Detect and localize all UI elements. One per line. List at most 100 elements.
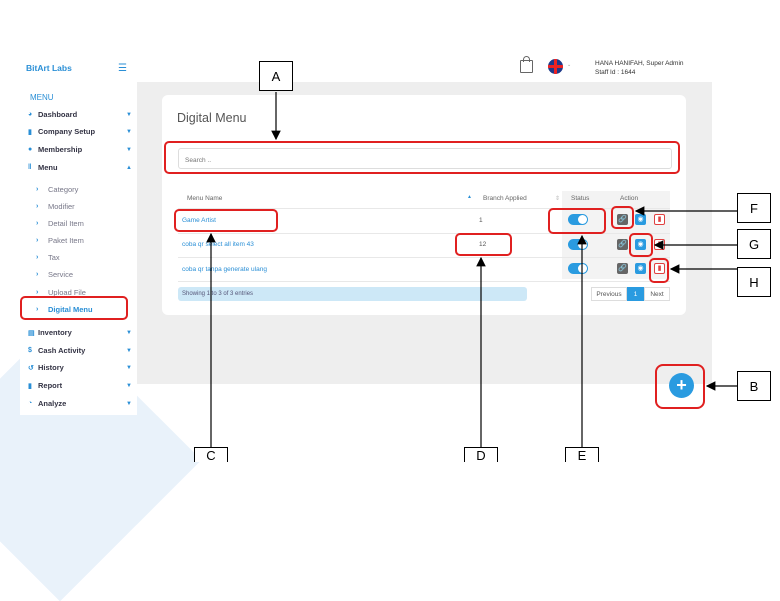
brand-name: BitArt Labs <box>26 63 72 73</box>
chevron-down-icon: ▼ <box>126 111 132 118</box>
user-name: HANA HANIFAH, Super Admin <box>595 60 684 67</box>
shopping-bag-icon[interactable] <box>520 56 533 73</box>
uk-flag-icon[interactable] <box>548 59 563 74</box>
view-icon[interactable]: ◉ <box>635 239 646 250</box>
chevron-right-icon: › <box>36 220 39 227</box>
annotation-label-e: E <box>565 447 599 463</box>
chevron-down-icon[interactable]: ⌄ <box>567 62 572 68</box>
search-input[interactable] <box>179 151 667 170</box>
table-divider <box>178 257 670 258</box>
sidebar-item-history[interactable]: ↺History▼ <box>28 363 132 372</box>
view-icon[interactable]: ◉ <box>635 263 646 274</box>
row-menu-name[interactable]: Game Artist <box>182 217 216 224</box>
subitem-label: Tax <box>48 253 60 262</box>
annotation-highlight-status <box>548 208 606 234</box>
cutlery-icon: ǁ <box>28 164 32 171</box>
link-icon[interactable]: 🔗 <box>617 214 628 225</box>
staff-id: Staff Id : 1644 <box>595 69 636 76</box>
pagination-page-1[interactable]: 1 <box>627 287 644 301</box>
sort-icon[interactable]: ⇕ <box>555 196 561 202</box>
row-menu-name[interactable]: coba qr select all item 43 <box>182 241 254 248</box>
chevron-right-icon: › <box>36 306 39 313</box>
hamburger-icon[interactable]: ☰ <box>118 63 127 74</box>
sidebar-subitem-modifier[interactable]: ›Modifier <box>36 202 75 211</box>
pagination-next[interactable]: Next <box>644 287 670 301</box>
sidebar-item-analyze[interactable]: ◔ Analyze ▼ <box>28 399 132 408</box>
row-branch-applied: 12 <box>479 241 487 248</box>
annotation-highlight-search <box>164 141 680 174</box>
sidebar-item-label: Report <box>38 381 63 390</box>
annotation-highlight-add <box>655 364 705 409</box>
column-header-action: Action <box>620 195 639 202</box>
sidebar-item-label: Cash Activity <box>38 346 86 355</box>
chevron-right-icon: › <box>36 254 39 261</box>
sidebar-item-label: Analyze <box>38 399 67 408</box>
subitem-label: Upload File <box>48 288 86 297</box>
subitem-label: Service <box>48 270 74 279</box>
annotation-arrows <box>206 92 737 447</box>
annotation-label-f: F <box>737 193 771 223</box>
annotation-label-d: D <box>464 447 498 463</box>
pagination-previous[interactable]: Previous <box>591 287 627 301</box>
subitem-label: Detail Item <box>48 219 84 228</box>
sidebar-item-company-setup[interactable]: ▮Company Setup▼ <box>28 127 132 136</box>
annotation-label-g: G <box>737 229 771 259</box>
entries-info: Showing 1 to 3 of 3 entries <box>178 287 527 301</box>
sidebar-item-cash-activity[interactable]: $ Cash Activity ▼ <box>28 346 132 355</box>
table-divider <box>178 281 670 282</box>
annotation-highlight-link <box>611 206 634 229</box>
trash-icon[interactable]: ▮ <box>654 214 665 225</box>
sidebar-item-label: Inventory <box>38 328 72 337</box>
sidebar-subitem-category[interactable]: › Category <box>36 185 78 194</box>
sidebar-subitem-service[interactable]: › Service <box>36 270 73 279</box>
history-icon: ↺ <box>28 364 34 372</box>
view-icon[interactable]: ◉ <box>635 214 646 225</box>
inventory-icon: ▤ <box>28 329 35 337</box>
sidebar-subitem-digital-menu[interactable]: ›Digital Menu <box>36 305 93 314</box>
annotation-label-c: C <box>194 447 228 463</box>
status-toggle[interactable] <box>568 214 588 225</box>
link-icon[interactable]: 🔗 <box>617 263 628 274</box>
chevron-right-icon: › <box>36 186 39 193</box>
subitem-label: Category <box>48 185 79 194</box>
sidebar-item-dashboard[interactable]: ◕ Dashboard ▼ <box>28 110 132 119</box>
row-menu-name[interactable]: coba qr tanpa generate ulang <box>182 266 267 273</box>
chevron-down-icon: ▼ <box>126 128 132 135</box>
dollar-icon: $ <box>28 347 32 354</box>
sidebar-subitem-upload-file[interactable]: › Upload File <box>36 288 86 297</box>
sidebar-item-inventory[interactable]: ▤Inventory▼ <box>28 328 132 337</box>
sidebar-item-label: Dashboard <box>38 110 78 119</box>
annotation-highlight-branch-applied <box>455 233 512 256</box>
sidebar-subitem-paket-item[interactable]: ›Paket Item <box>36 236 84 245</box>
chevron-right-icon: › <box>36 271 39 278</box>
link-icon[interactable]: 🔗 <box>617 239 628 250</box>
plus-icon: + <box>676 375 687 395</box>
dashboard-icon: ◕ <box>28 111 33 118</box>
add-button[interactable]: + <box>669 373 694 398</box>
search-box <box>178 148 672 170</box>
sidebar-item-report[interactable]: ▮Report▼ <box>28 381 132 390</box>
sidebar-subitem-detail-item[interactable]: › Detail Item <box>36 219 84 228</box>
report-icon: ▮ <box>28 382 32 390</box>
page-title: Digital Menu <box>177 111 247 125</box>
sidebar-item-membership[interactable]: ●Membership▼ <box>28 145 132 154</box>
sort-asc-icon[interactable]: ▲ <box>467 194 472 200</box>
chevron-down-icon: ▼ <box>126 347 132 354</box>
chevron-right-icon: › <box>36 289 39 296</box>
annotation-label-a: A <box>259 61 293 91</box>
user-info[interactable]: HANA HANIFAH, Super Admin Staff Id : 164… <box>595 59 684 77</box>
trash-icon[interactable]: ▮ <box>654 263 665 274</box>
subitem-label: Modifier <box>48 202 75 211</box>
chevron-down-icon: ▼ <box>126 400 132 407</box>
sidebar-item-label: History <box>38 363 64 372</box>
column-header-menu-name[interactable]: Menu Name <box>187 195 223 202</box>
annotation-label-h: H <box>737 267 771 297</box>
column-header-branch-applied[interactable]: Branch Applied <box>483 195 527 202</box>
analyze-icon: ◔ <box>28 400 33 407</box>
sidebar-subitem-tax[interactable]: › Tax <box>36 253 60 262</box>
sidebar-item-label: Menu <box>38 163 58 172</box>
chevron-down-icon: ▼ <box>126 146 132 153</box>
sidebar-item-label: Membership <box>38 145 83 154</box>
annotation-label-b: B <box>737 371 771 401</box>
